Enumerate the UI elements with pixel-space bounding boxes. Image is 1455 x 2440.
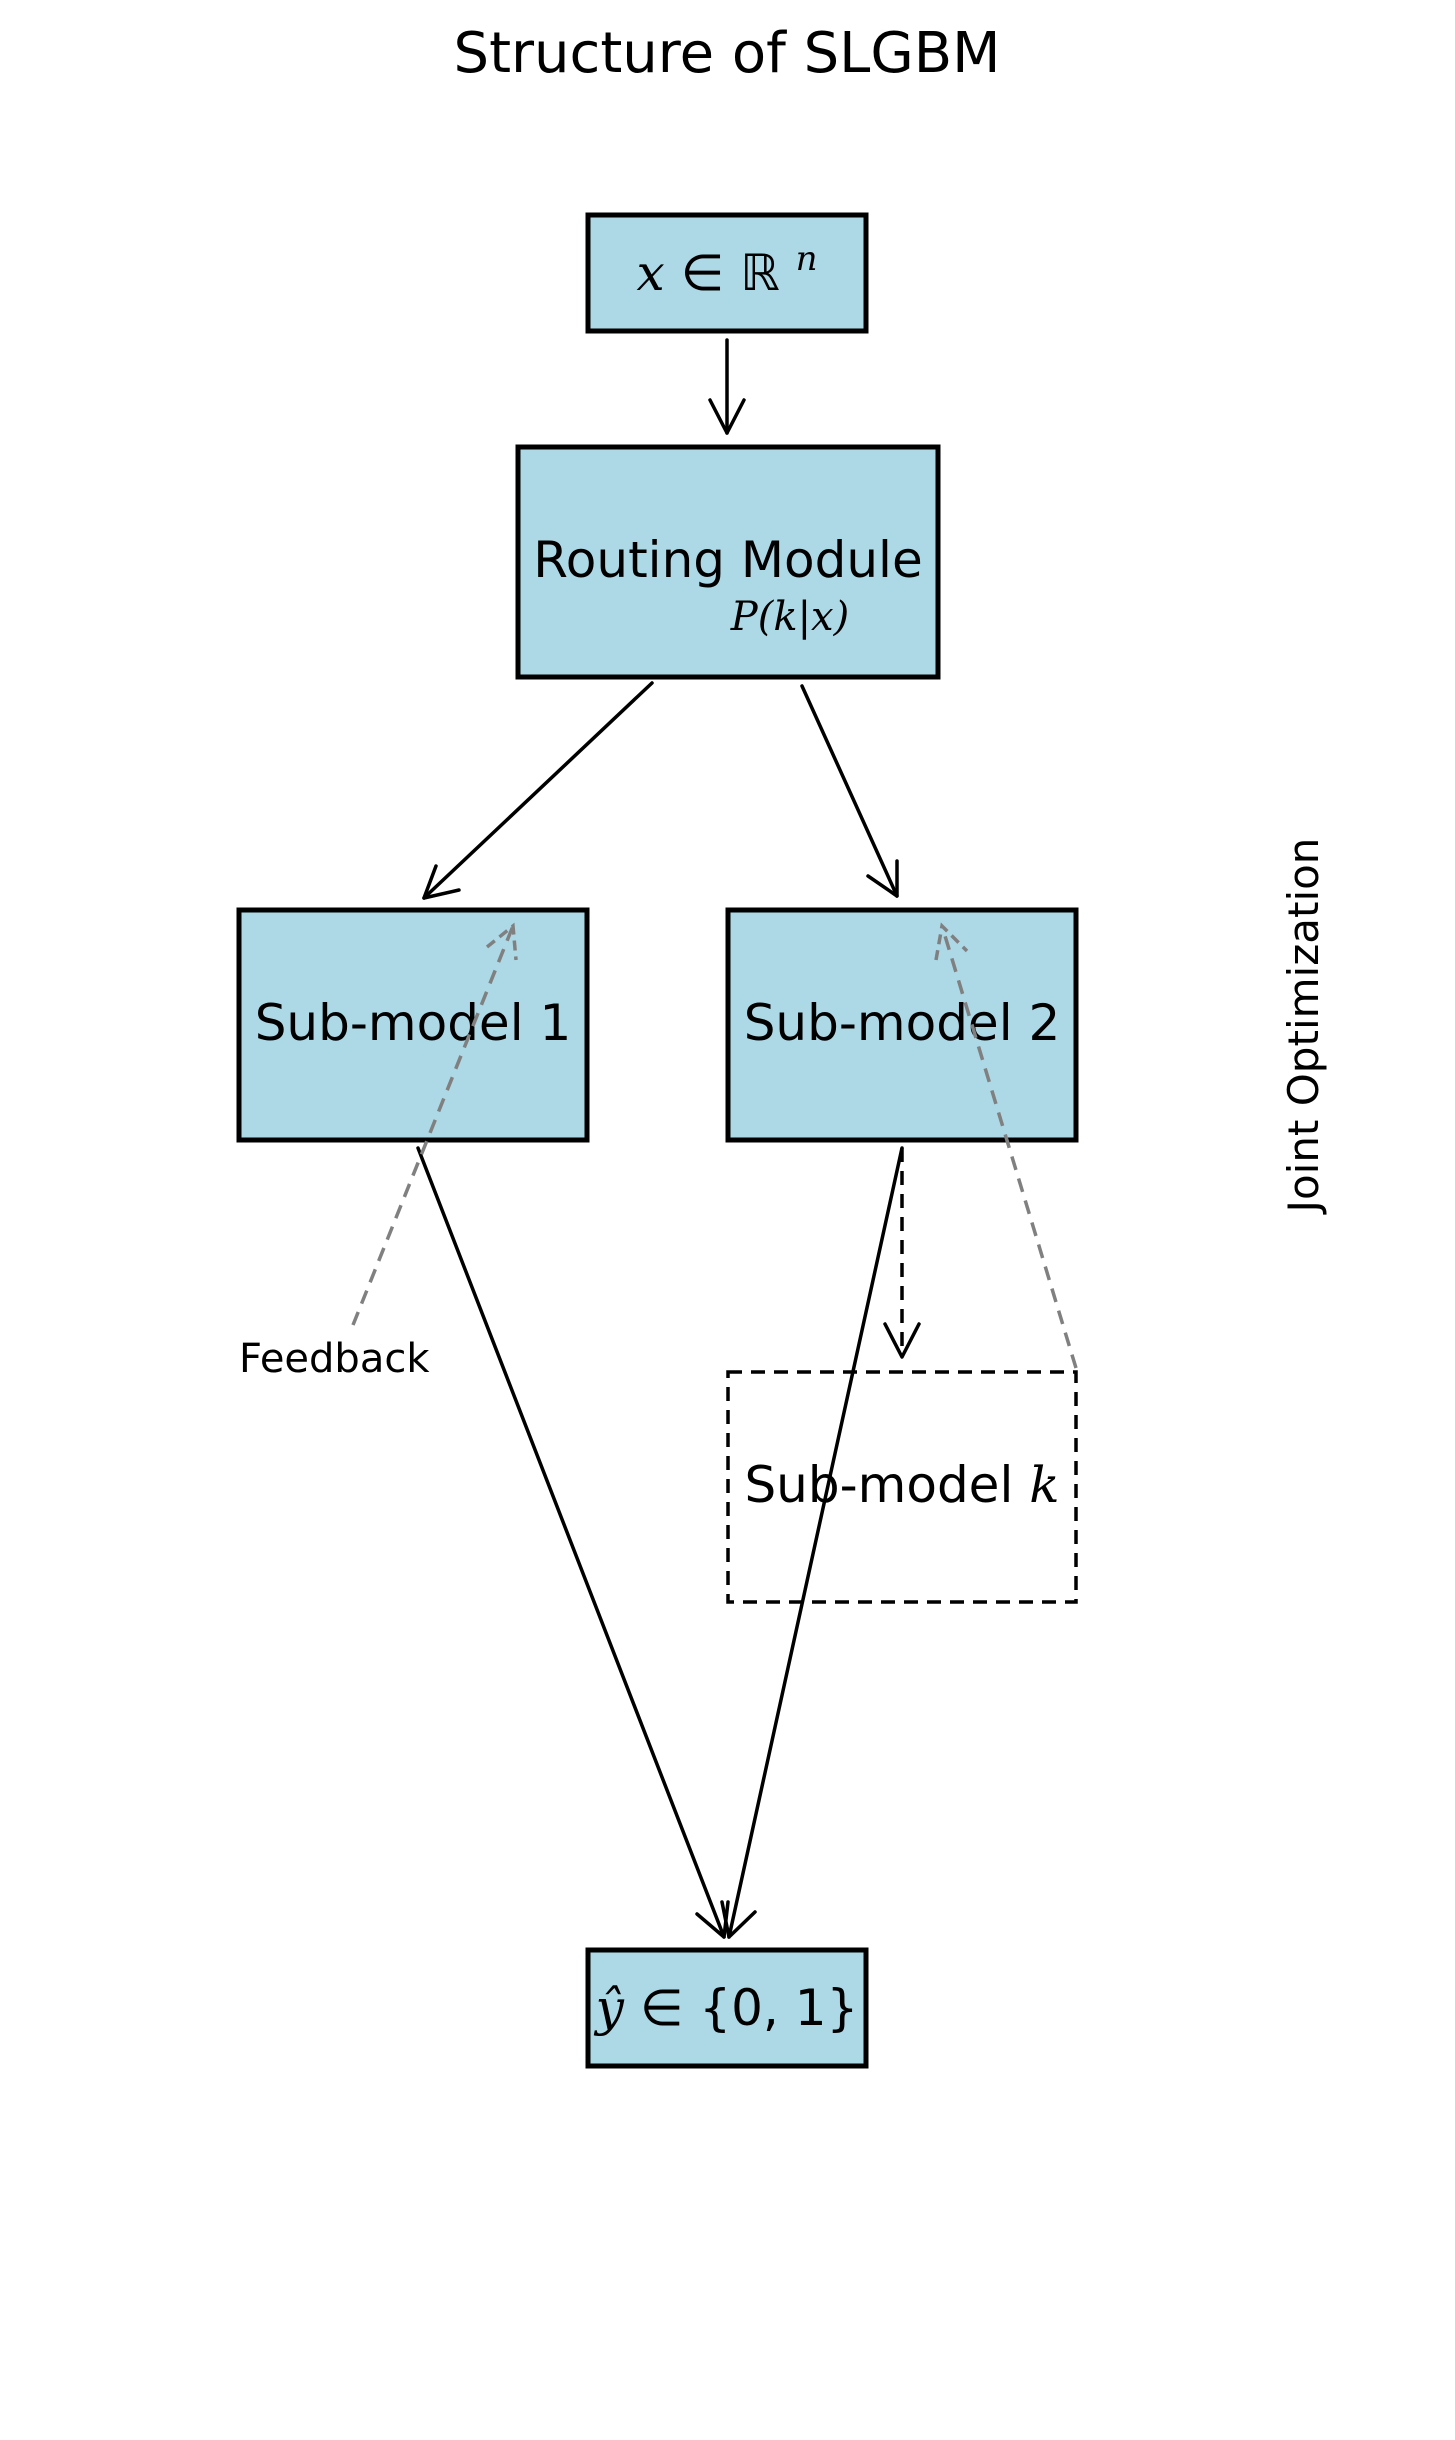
input-node: x ∈ ℝ n <box>585 212 869 334</box>
routing-prob-bar: | <box>798 594 811 640</box>
arrow-submodel-2-to-submodel-k <box>883 1148 921 1359</box>
submodel-2-node: Sub-model 2 <box>725 907 1079 1143</box>
routing-label: Routing Module <box>533 531 922 589</box>
feedback-arrow-submodel-2 <box>934 922 1078 1369</box>
joint-optimization-label: Joint Optimization <box>1279 838 1328 1216</box>
arrow-input-to-routing <box>708 338 746 435</box>
routing-prob-k: k <box>773 594 797 640</box>
submodel-k-prefix: Sub-model <box>744 1456 1029 1514</box>
feedback-arrow-submodel-1 <box>351 922 518 1326</box>
submodel-k-label: Sub-model k <box>744 1456 1059 1514</box>
arrow-submodel-1-to-output <box>416 1146 730 1939</box>
input-superscript: n <box>796 239 818 279</box>
output-relation: ∈ <box>640 1979 684 2037</box>
input-set: ℝ <box>740 244 780 302</box>
routing-probability: P(k|x) <box>730 594 849 640</box>
input-symbol: x <box>637 244 665 302</box>
output-label: ŷ ∈ {0, 1} <box>594 1979 859 2037</box>
input-relation: ∈ <box>681 244 725 302</box>
submodel-1-node: Sub-model 1 <box>236 907 590 1143</box>
routing-node: Routing Module P(k|x) <box>515 444 941 680</box>
output-symbol: ŷ <box>594 1979 625 2037</box>
arrow-routing-to-submodel-2 <box>800 684 899 898</box>
submodel-1-label: Sub-model 1 <box>255 994 572 1052</box>
feedback-label: Feedback <box>239 1336 430 1382</box>
input-label: x ∈ ℝ n <box>637 239 818 302</box>
routing-prob-suffix: ) <box>833 594 850 640</box>
submodel-k-node: Sub-model k <box>726 1370 1078 1604</box>
routing-prob-x: x <box>811 594 834 640</box>
submodel-k-index: k <box>1029 1456 1059 1514</box>
arrow-submodel-2-to-output <box>720 1146 904 1939</box>
routing-prob-prefix: P( <box>730 594 775 640</box>
output-node: ŷ ∈ {0, 1} <box>585 1947 869 2069</box>
arrow-routing-to-submodel-1 <box>422 681 654 900</box>
diagram-title: Structure of SLGBM <box>454 21 1001 86</box>
submodel-2-label: Sub-model 2 <box>744 994 1061 1052</box>
output-set: {0, 1} <box>699 1979 858 2037</box>
